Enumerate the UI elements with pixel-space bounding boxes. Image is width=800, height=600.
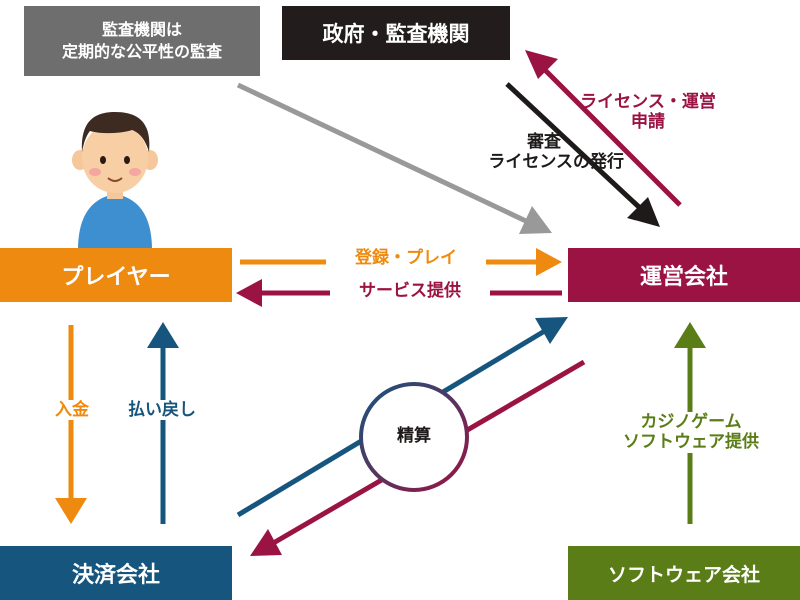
- deposit-text: 入金: [55, 400, 89, 420]
- withdraw-label: 払い戻し: [112, 400, 212, 421]
- software-node: ソフトウェア会社: [568, 546, 800, 600]
- software-provide-line1: カジノゲーム: [640, 412, 742, 432]
- operator-node: 運営会社: [568, 248, 800, 302]
- audit-note-line1: 監査機関は: [101, 20, 182, 40]
- audit-note-line2: 定期的な公平性の監査: [61, 42, 222, 61]
- review-line2: ライセンスの発行: [488, 152, 624, 173]
- payment-node: 決済会社: [0, 546, 232, 600]
- settlement-circle: [359, 382, 469, 492]
- payment-label: 決済会社: [71, 563, 160, 588]
- review-label: 審査 ライセンスの発行: [404, 132, 624, 173]
- withdraw-text: 払い戻し: [128, 400, 196, 420]
- service-label: サービス提供: [330, 281, 490, 302]
- software-provide-label: カジノゲーム ソフトウェア提供: [586, 412, 796, 453]
- register-play-label: 登録・プレイ: [326, 248, 486, 269]
- service-text: サービス提供: [359, 281, 461, 301]
- register-play-text: 登録・プレイ: [355, 248, 457, 268]
- settlement-label: 精算: [364, 426, 464, 446]
- withdraw-arrow: [147, 322, 179, 524]
- deposit-arrow: [55, 325, 87, 524]
- player-label: プレイヤー: [61, 265, 171, 290]
- government-node: 政府・監査機関: [282, 6, 510, 60]
- audit-arrow: [236, 82, 552, 234]
- person-icon: [72, 112, 158, 250]
- player-node: プレイヤー: [0, 248, 232, 302]
- license-apply-arrow: [525, 50, 682, 207]
- license-apply-line1: ライセンス・運営: [580, 92, 716, 112]
- government-label: 政府・監査機関: [322, 22, 470, 46]
- review-line1: 審査: [527, 132, 561, 152]
- license-apply-line2: 申請: [631, 112, 665, 133]
- license-apply-label: ライセンス・運営 申請: [548, 92, 748, 133]
- software-label: ソフトウェア会社: [607, 563, 760, 586]
- audit-note: 監査機関は 定期的な公平性の監査: [24, 6, 260, 76]
- review-arrow: [505, 82, 660, 227]
- software-provide-line2: ソフトウェア提供: [623, 432, 759, 453]
- deposit-label: 入金: [44, 400, 100, 421]
- operator-label: 運営会社: [639, 265, 728, 290]
- settlement-text: 精算: [397, 426, 431, 446]
